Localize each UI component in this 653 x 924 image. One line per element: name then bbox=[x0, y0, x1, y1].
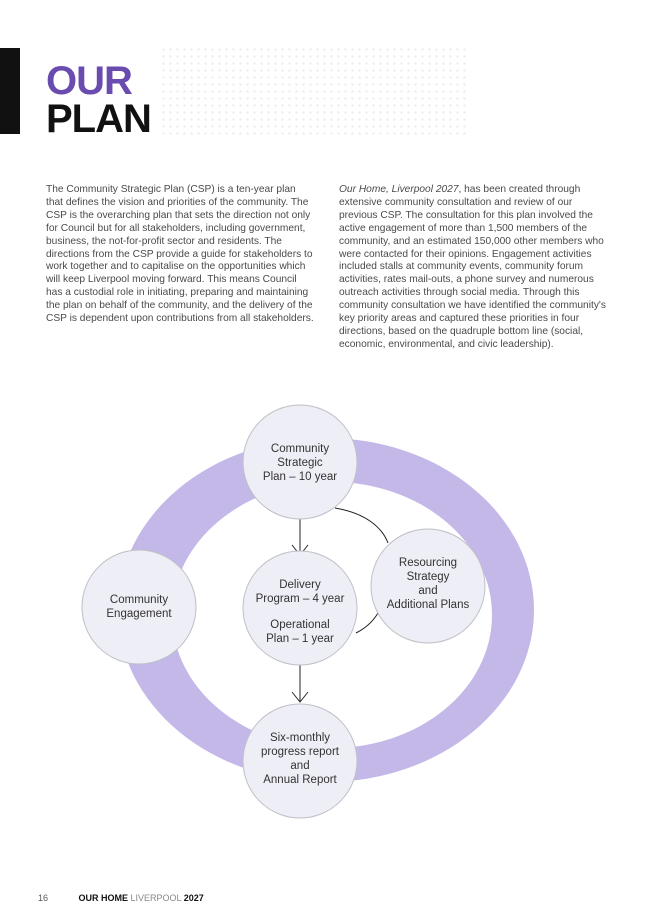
circle-right bbox=[370, 528, 486, 644]
top-circle-line-2: Strategic bbox=[277, 457, 323, 469]
page-title: OUR PLAN bbox=[46, 59, 152, 141]
page-footer: 16 OUR HOME LIVERPOOL 2027 bbox=[38, 893, 204, 903]
circle-top bbox=[242, 404, 358, 520]
left-column: The Community Strategic Plan (CSP) is a … bbox=[46, 184, 314, 326]
right-circle-line-3: and bbox=[418, 585, 437, 597]
connector-top-to-right bbox=[334, 507, 389, 544]
top-circle-line-3: Plan – 10 year bbox=[263, 471, 337, 483]
circle-left bbox=[81, 549, 197, 665]
bottom-circle-line-3: and bbox=[290, 760, 309, 772]
page-title-line-2: PLAN bbox=[46, 97, 152, 141]
right-column: Our Home, Liverpool 2027, has been creat… bbox=[339, 184, 607, 352]
plan-name-italic: Our Home, Liverpool 2027 bbox=[339, 184, 459, 195]
center-circle-a-line-1: Delivery bbox=[279, 579, 321, 591]
planning-framework-diagram: Community Strategic Plan – 10 year Commu… bbox=[81, 404, 534, 819]
footer-year: 2027 bbox=[183, 893, 204, 903]
right-paragraph: Our Home, Liverpool 2027, has been creat… bbox=[339, 184, 607, 352]
top-circle-line-1: Community bbox=[271, 443, 329, 455]
page-title-line-1: OUR bbox=[46, 59, 133, 103]
circle-bottom bbox=[242, 703, 358, 819]
dot-pattern bbox=[160, 46, 470, 136]
circle-center bbox=[242, 550, 358, 666]
bottom-circle-line-1: Six-monthly bbox=[270, 732, 330, 744]
footer-brand-middle: LIVERPOOL bbox=[130, 893, 182, 903]
center-circle-b-line-1: Operational bbox=[270, 619, 329, 631]
bottom-circle-line-4: Annual Report bbox=[263, 774, 337, 786]
bottom-circle-line-2: progress report bbox=[261, 746, 340, 758]
center-circle-b-line-2: Plan – 1 year bbox=[266, 633, 334, 645]
left-circle-line-2: Engagement bbox=[106, 608, 172, 620]
left-paragraph: The Community Strategic Plan (CSP) is a … bbox=[46, 184, 314, 325]
right-paragraph-text: , has been created through extensive com… bbox=[339, 184, 606, 350]
right-circle-line-2: Strategy bbox=[407, 571, 450, 583]
right-circle-line-1: Resourcing bbox=[399, 557, 457, 569]
center-circle-a-line-2: Program – 4 year bbox=[256, 593, 345, 605]
footer-brand-bold: OUR HOME bbox=[78, 893, 129, 903]
side-accent-bar bbox=[0, 48, 20, 134]
connector-right-to-center bbox=[355, 612, 379, 634]
page-number: 16 bbox=[38, 893, 49, 903]
left-circle-line-1: Community bbox=[110, 594, 168, 606]
right-circle-line-4: Additional Plans bbox=[387, 599, 470, 611]
arrow-head-bottom bbox=[291, 691, 309, 703]
